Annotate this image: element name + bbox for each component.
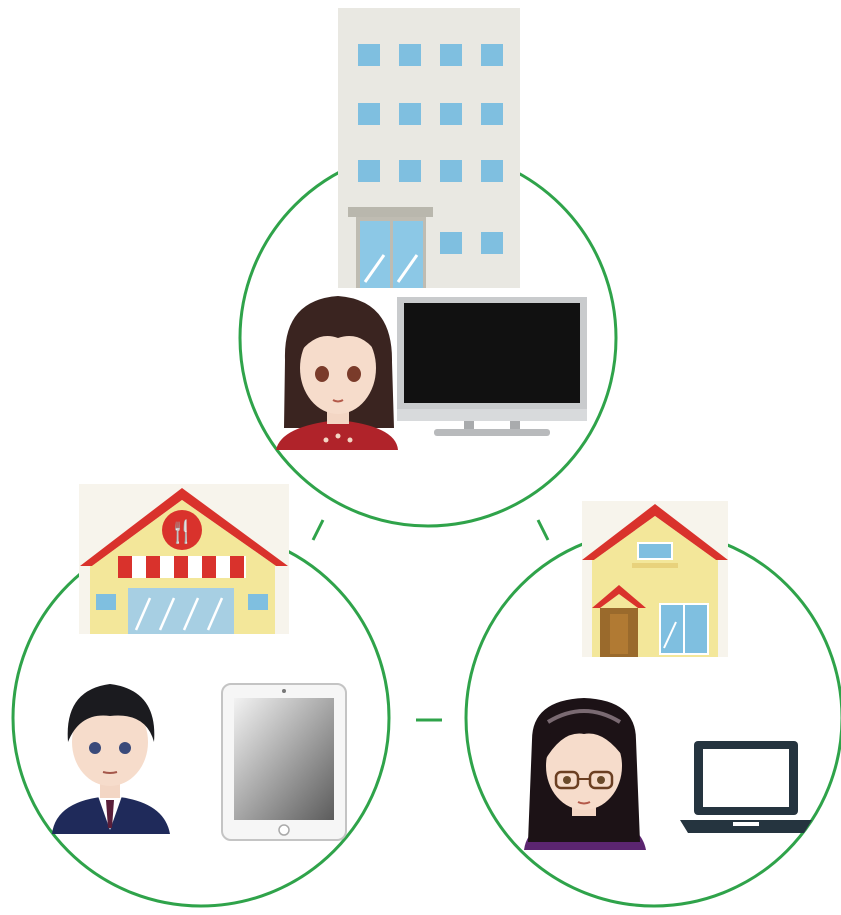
restaurant-icon: 🍴 — [79, 484, 289, 634]
woman-glasses-avatar — [524, 698, 646, 850]
man-in-suit-avatar — [52, 684, 170, 834]
office-building-icon — [338, 8, 520, 288]
laptop-icon — [680, 741, 812, 833]
woman-red-sweater-avatar — [276, 296, 398, 450]
link-office-restaurant — [311, 519, 325, 541]
tablet-icon — [221, 683, 347, 841]
svg-text:🍴: 🍴 — [168, 519, 195, 545]
link-office-home — [536, 519, 550, 541]
house-icon — [582, 501, 728, 657]
flat-screen-tv-icon — [397, 297, 587, 436]
